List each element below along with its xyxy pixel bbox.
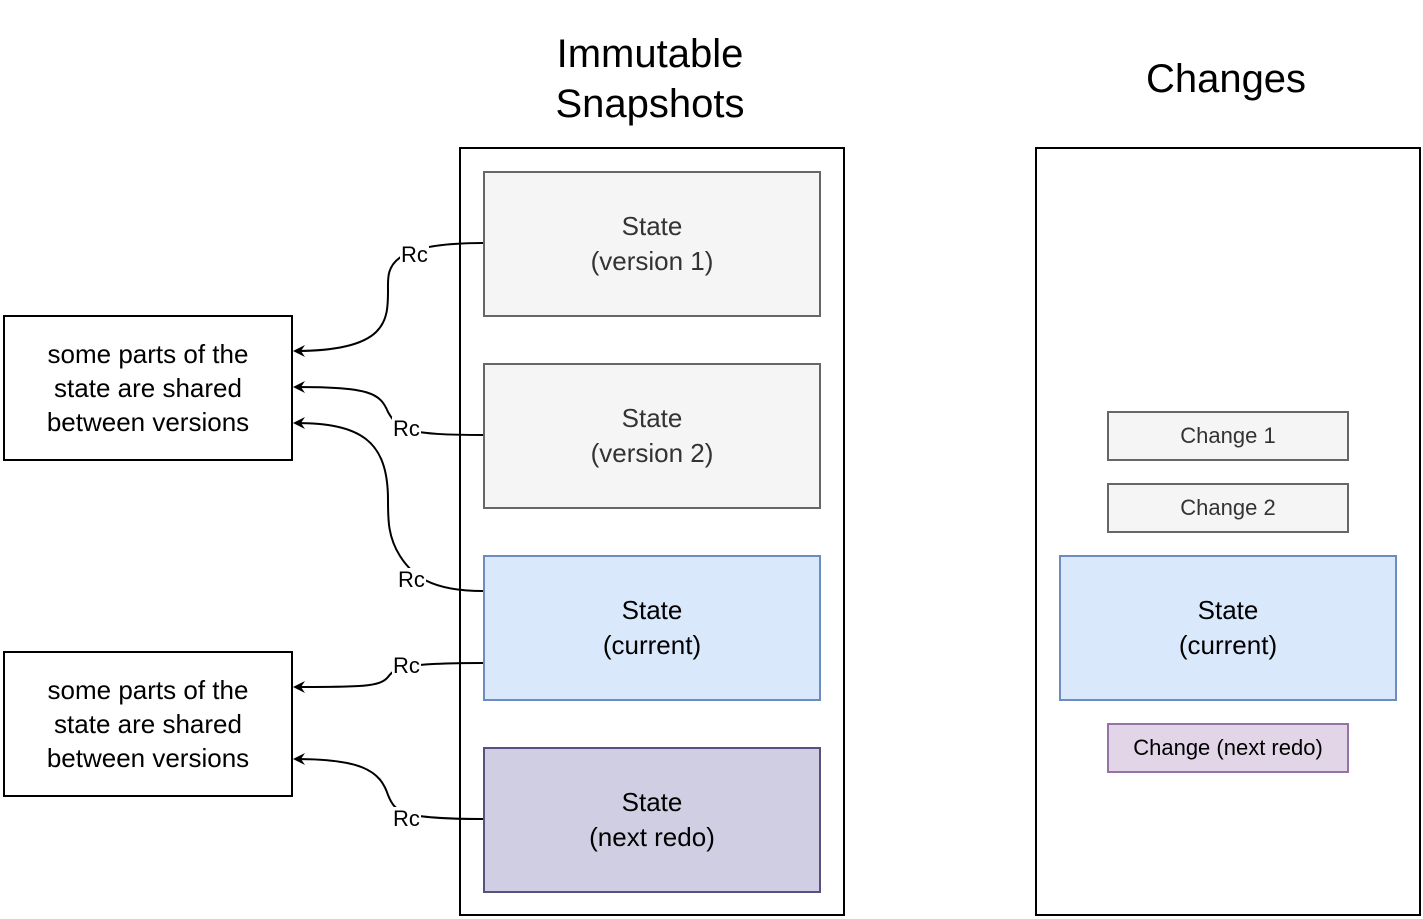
state-current-line1: State xyxy=(621,595,683,625)
shared-note-bottom-line2: state are shared xyxy=(54,709,242,739)
change-next-redo-label: Change (next redo) xyxy=(1133,735,1323,760)
shared-note-top-line3: between versions xyxy=(46,407,250,437)
shared-note-top-line2: state are shared xyxy=(54,373,242,403)
snapshots-title-line2: Snapshots xyxy=(555,82,745,126)
change-1: Change 1 xyxy=(1107,411,1349,461)
shared-note-bottom-line3: between versions xyxy=(46,743,250,773)
rc-label-current-bottom: Rc xyxy=(392,653,421,678)
state-version-2-line1: State xyxy=(621,403,683,433)
state-next-redo-line1: State xyxy=(621,787,683,817)
state-version-1-line1: State xyxy=(621,211,683,241)
state-next-redo-line2: (next redo) xyxy=(589,822,715,852)
change-next-redo: Change (next redo) xyxy=(1107,723,1349,773)
state-current: State (current) xyxy=(483,555,821,701)
changes-state-current: State (current) xyxy=(1059,555,1397,701)
arrow-current-to-bottom-note xyxy=(293,662,484,693)
change-2-label: Change 2 xyxy=(1180,495,1276,520)
changes-state-current-line1: State xyxy=(1197,595,1259,625)
state-next-redo: State (next redo) xyxy=(483,747,821,893)
arrow-current-to-top-note xyxy=(293,417,484,592)
rc-label-next-redo: Rc xyxy=(392,806,421,831)
state-version-1-line2: (version 1) xyxy=(590,246,714,276)
arrow-next-redo-to-bottom-note xyxy=(293,753,484,820)
shared-note-bottom: some parts of the state are shared betwe… xyxy=(3,651,293,797)
changes-title: Changes xyxy=(1076,54,1376,104)
arrow-version-2-to-top-note xyxy=(293,381,484,436)
state-version-2-line2: (version 2) xyxy=(590,438,714,468)
shared-note-top: some parts of the state are shared betwe… xyxy=(3,315,293,461)
rc-label-version-1: Rc xyxy=(400,242,429,267)
changes-title-text: Changes xyxy=(1145,57,1307,101)
state-version-1: State (version 1) xyxy=(483,171,821,317)
snapshots-title: Immutable Snapshots xyxy=(500,29,800,129)
state-current-line2: (current) xyxy=(602,630,702,660)
arrow-version-1-to-top-note xyxy=(293,242,484,357)
rc-label-current-top: Rc xyxy=(397,567,426,592)
change-1-label: Change 1 xyxy=(1180,423,1276,448)
changes-state-current-line2: (current) xyxy=(1178,630,1278,660)
shared-note-top-line1: some parts of the xyxy=(47,339,249,369)
shared-note-bottom-line1: some parts of the xyxy=(47,675,249,705)
change-2: Change 2 xyxy=(1107,483,1349,533)
snapshots-title-line1: Immutable xyxy=(556,32,744,76)
state-version-2: State (version 2) xyxy=(483,363,821,509)
rc-label-version-2: Rc xyxy=(392,416,421,441)
